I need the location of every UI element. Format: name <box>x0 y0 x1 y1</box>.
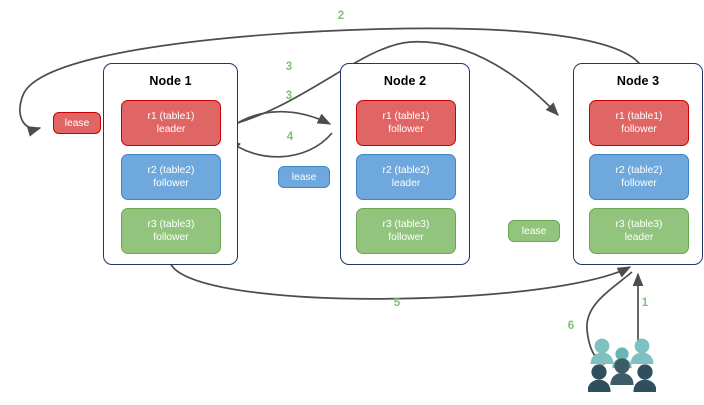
clients-group-icon <box>587 338 657 392</box>
lease-badge-r2[interactable]: lease <box>278 166 330 188</box>
node-container-node2[interactable]: Node 2 r1 (table1) follower r2 (table2) … <box>340 63 470 265</box>
edge-4-path <box>226 132 333 158</box>
range-n1r2[interactable]: r2 (table2) follower <box>121 154 221 200</box>
node-container-node1[interactable]: Node 1 r1 (table1) leader r2 (table2) fo… <box>103 63 238 265</box>
range-role: leader <box>391 178 421 189</box>
range-role: leader <box>624 232 654 243</box>
edge-label-3b: 3 <box>285 90 293 102</box>
range-name: r2 (table2) <box>382 165 430 176</box>
edge-label-2: 2 <box>337 10 345 22</box>
edge-3a-path <box>221 40 559 128</box>
range-role: follower <box>388 232 424 243</box>
range-n3r1[interactable]: r1 (table1) follower <box>589 100 689 146</box>
range-role: follower <box>153 232 189 243</box>
range-n3r2[interactable]: r2 (table2) follower <box>589 154 689 200</box>
range-name: r3 (table3) <box>615 219 663 230</box>
range-name: r3 (table3) <box>147 219 195 230</box>
edge-label-1: 1 <box>641 297 649 309</box>
range-name: r3 (table3) <box>382 219 430 230</box>
edge-2-path <box>19 27 646 137</box>
range-role: leader <box>156 124 186 135</box>
edge-label-6: 6 <box>567 320 575 332</box>
edge-label-3a: 3 <box>285 61 293 73</box>
edge-label-4: 4 <box>286 131 294 143</box>
range-role: follower <box>388 124 424 135</box>
range-role: follower <box>621 178 657 189</box>
range-name: r2 (table2) <box>147 165 195 176</box>
range-n3r3[interactable]: r3 (table3) leader <box>589 208 689 254</box>
node-title: Node 2 <box>383 74 427 88</box>
edge-5-path <box>169 261 632 300</box>
range-name: r1 (table1) <box>147 111 195 122</box>
range-n1r1[interactable]: r1 (table1) leader <box>121 100 221 146</box>
range-name: r2 (table2) <box>615 165 663 176</box>
range-n2r2[interactable]: r2 (table2) leader <box>356 154 456 200</box>
lease-badge-r3[interactable]: lease <box>508 220 560 242</box>
range-role: follower <box>153 178 189 189</box>
lease-badge-r1[interactable]: lease <box>53 112 101 134</box>
range-name: r1 (table1) <box>615 111 663 122</box>
node-container-node3[interactable]: Node 3 r1 (table1) follower r2 (table2) … <box>573 63 703 265</box>
range-n1r3[interactable]: r3 (table3) follower <box>121 208 221 254</box>
range-role: follower <box>621 124 657 135</box>
node-title: Node 1 <box>149 74 192 88</box>
clients-group[interactable] <box>587 337 657 395</box>
edge-label-5: 5 <box>393 297 401 309</box>
range-n2r1[interactable]: r1 (table1) follower <box>356 100 456 146</box>
edge-3b-path <box>223 110 332 134</box>
node-title: Node 3 <box>616 74 660 88</box>
range-n2r3[interactable]: r3 (table3) follower <box>356 208 456 254</box>
range-name: r1 (table1) <box>382 111 430 122</box>
